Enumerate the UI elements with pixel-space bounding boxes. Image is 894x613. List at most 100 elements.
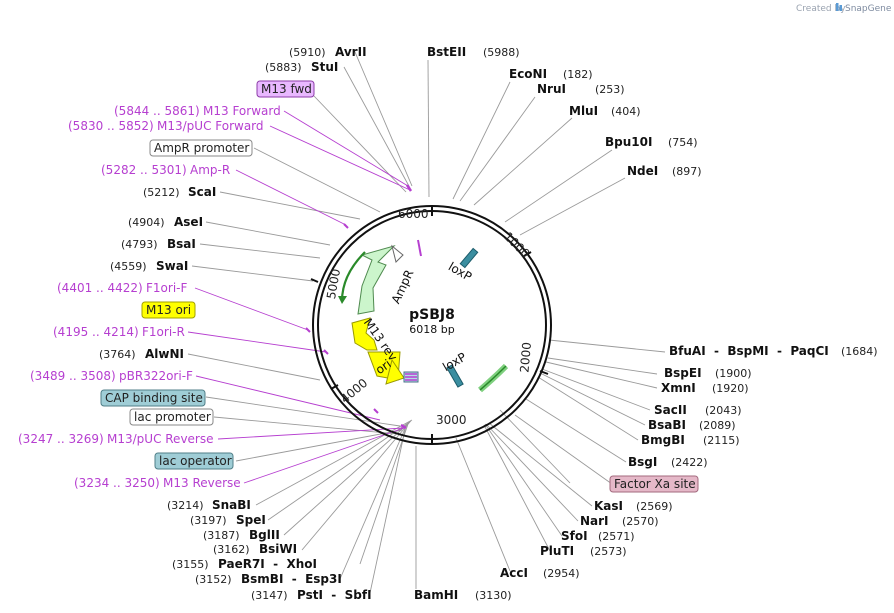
site-name[interactable]: PstI - SbfI [297, 588, 372, 602]
m13-fwd-mark [405, 184, 413, 192]
site-name[interactable]: AvrII [335, 45, 367, 59]
m13-reverse-mark [400, 423, 407, 430]
site-name[interactable]: MluI [569, 104, 598, 118]
feature-box[interactable]: M13 ori [141, 301, 196, 319]
site-pos: (2115) [703, 434, 740, 447]
site-pos: (897) [672, 165, 702, 178]
site-name[interactable]: SpeI [236, 513, 266, 527]
plasmid-name: pSBJ8 [409, 307, 455, 323]
pbr322-primer-mark [373, 408, 379, 414]
primer-name[interactable]: F1ori-F [146, 281, 187, 295]
watermark-prefix: Created by [796, 4, 846, 14]
site-name[interactable]: AccI [500, 566, 528, 580]
site-pos: (5988) [483, 46, 520, 59]
site-name[interactable]: BsaBI [648, 418, 686, 432]
site-pos: (2954) [543, 567, 580, 580]
site-name[interactable]: BglII [249, 528, 280, 542]
site-pos: (4559) [110, 260, 147, 273]
site-name[interactable]: BstEII [427, 45, 466, 59]
site-pos: (5910) [289, 46, 326, 59]
site-name[interactable]: BsmBI - Esp3I [241, 572, 342, 586]
feature-box-label: AmpR promoter [154, 141, 249, 155]
f1ori-f-mark [305, 327, 311, 333]
site-name[interactable]: BsiWI [259, 542, 297, 556]
site-name[interactable]: ScaI [188, 185, 216, 199]
feature-box[interactable]: M13 fwd [256, 80, 315, 98]
right-sites: BstEII (5988) EcoNI (182) NruI (253) Mlu… [414, 45, 878, 602]
primer-name[interactable]: M13 Forward [203, 104, 281, 118]
feature-box-label: M13 ori [146, 303, 191, 317]
site-name[interactable]: BspEI [664, 366, 702, 380]
site-name[interactable]: Bpu10I [605, 135, 652, 149]
site-name[interactable]: SacII [654, 403, 687, 417]
site-name[interactable]: AlwNI [145, 347, 184, 361]
site-name[interactable]: NarI [580, 514, 609, 528]
site-name[interactable]: AseI [174, 215, 203, 229]
tick-label: 2000 [517, 342, 534, 374]
primer-name[interactable]: pBR322ori-F [119, 369, 193, 383]
feature-box[interactable]: lac promoter [129, 408, 214, 426]
primer-range: (5830 .. 5852) [68, 119, 154, 133]
features [305, 184, 509, 430]
site-name[interactable]: BsgI [628, 455, 657, 469]
site-pos: (4904) [128, 216, 165, 229]
ori-feature-arrow-head [385, 358, 405, 385]
feature-box[interactable]: Factor Xa site [609, 475, 699, 493]
primer-range: (4195 .. 4214) [53, 325, 139, 339]
site-pos: (1684) [841, 345, 878, 358]
feature-box-label: CAP binding site [105, 391, 203, 405]
primer-name[interactable]: Amp-R [190, 163, 230, 177]
primer-name[interactable]: M13 Reverse [163, 476, 241, 490]
loxp-top-label: loxP [446, 259, 474, 283]
site-name[interactable]: NruI [537, 82, 566, 96]
site-name[interactable]: SwaI [156, 259, 188, 273]
site-name[interactable]: StuI [311, 60, 338, 74]
site-pos: (1920) [712, 382, 749, 395]
site-name[interactable]: PaeR7I - XhoI [218, 557, 317, 571]
feature-box[interactable]: AmpR promoter [149, 139, 253, 157]
site-name[interactable]: NdeI [627, 164, 658, 178]
amp-r-primer-mark [343, 223, 349, 229]
primer-range: (4401 .. 4422) [57, 281, 143, 295]
site-pos: (3214) [167, 499, 204, 512]
primer-range: (5844 .. 5861) [114, 104, 200, 118]
left-sites: (5910) AvrII (5883) StuI (5212) ScaI (49… [99, 45, 372, 602]
site-name[interactable]: SnaBI [212, 498, 251, 512]
plasmid-size: 6018 bp [409, 323, 454, 336]
feature-box[interactable]: CAP binding site [100, 389, 206, 407]
site-name[interactable]: BfuAI - BspMI - PaqCI [669, 344, 829, 358]
tick-marks [310, 206, 549, 444]
primer-name[interactable]: M13/pUC Forward [157, 119, 264, 133]
site-name[interactable]: PluTI [540, 544, 574, 558]
site-name[interactable]: XmnI [661, 381, 696, 395]
site-name[interactable]: BsaI [167, 237, 196, 251]
f1ori-r-mark [323, 349, 329, 355]
site-pos: (2422) [671, 456, 708, 469]
tick-label: 3000 [436, 413, 467, 427]
primer-name[interactable]: F1ori-R [142, 325, 185, 339]
site-name[interactable]: SfoI [561, 529, 588, 543]
loxp-top-mark [459, 247, 479, 269]
ampr-interior-mark [417, 239, 422, 257]
m13-ori-feature-arrow [351, 317, 378, 351]
primer-range: (3247 .. 3269) [18, 432, 104, 446]
site-pos: (3187) [203, 529, 240, 542]
feature-box[interactable]: lac operator [154, 452, 234, 470]
site-pos: (3162) [213, 543, 250, 556]
site-pos: (2573) [590, 545, 627, 558]
feature-box-label: Factor Xa site [614, 477, 696, 491]
tick-label: 1000 [501, 229, 532, 260]
site-name[interactable]: KasI [594, 499, 623, 513]
site-name[interactable]: BamHI [414, 588, 458, 602]
site-pos: (2043) [705, 404, 742, 417]
snapgene-logo-icon [836, 3, 842, 11]
feature-box-label: lac promoter [134, 410, 211, 424]
tick-label: 4000 [338, 376, 370, 406]
site-pos: (253) [595, 83, 625, 96]
site-name[interactable]: BmgBI [641, 433, 685, 447]
site-name[interactable]: EcoNI [509, 67, 547, 81]
lac-feature-stack [403, 371, 419, 383]
primer-name[interactable]: M13/pUC Reverse [107, 432, 214, 446]
site-pos: (3130) [475, 589, 512, 602]
